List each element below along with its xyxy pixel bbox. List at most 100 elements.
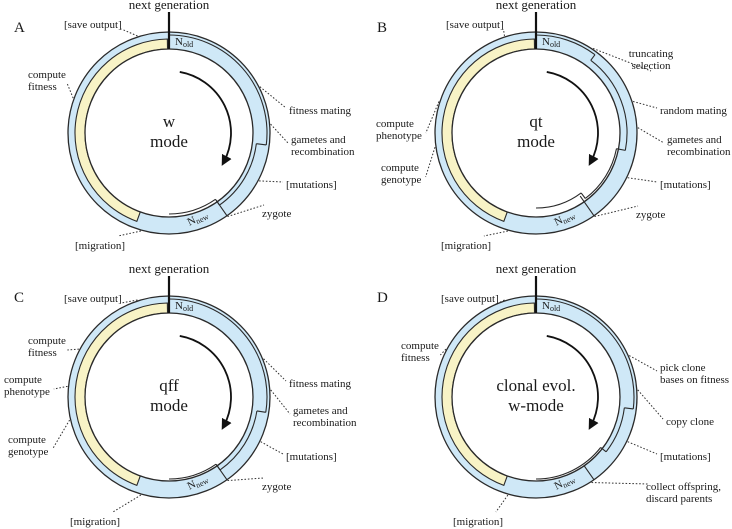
label-leader (112, 494, 142, 513)
mode-label: mode (150, 396, 188, 415)
population-band (168, 298, 268, 480)
label-leader (498, 299, 505, 304)
cycle-step-label: zygote (636, 209, 665, 221)
n-new-marker (216, 465, 228, 481)
panel-letter: A (14, 20, 25, 36)
label-leader (117, 230, 141, 237)
cycle-step-label: [save output] (64, 293, 122, 305)
label-leader (502, 28, 505, 37)
label-leader (121, 299, 138, 304)
label-leader (227, 204, 265, 218)
n-old-label: Nold (542, 36, 560, 49)
panel-letter: C (14, 290, 24, 306)
label-leader (259, 86, 287, 109)
label-leader (591, 482, 649, 485)
label-leader (594, 205, 639, 218)
n-new-marker (216, 200, 228, 217)
label-leader (637, 127, 665, 144)
label-leader (270, 123, 289, 144)
cycle-direction-arrow (179, 71, 232, 166)
label-leader (637, 389, 664, 420)
n-old-label: Nold (175, 300, 193, 313)
population-band (535, 34, 628, 209)
label-leader (627, 177, 658, 183)
n-new-marker (579, 195, 595, 217)
label-leader (483, 230, 508, 237)
label-leader (53, 385, 68, 390)
mode-label: mode (517, 132, 555, 151)
mode-label: w-mode (508, 396, 564, 415)
cycle-step-label: [save output] (441, 293, 499, 305)
panel-letter: D (377, 290, 388, 306)
mode-label: clonal evol. (496, 376, 575, 395)
cycle-step-label: [migration] (75, 240, 125, 252)
label-leader (495, 494, 509, 513)
mode-label: mode (150, 132, 188, 151)
cycle-direction-arrow (179, 335, 232, 430)
cycle-step-label: [mutations] (660, 451, 711, 463)
cycle-step-label: [mutations] (660, 179, 711, 191)
n-old-label: Nold (175, 36, 193, 49)
next-generation-label: next generation (129, 0, 210, 12)
label-leader (632, 100, 658, 109)
cycle-step-label: collect offspring,discard parents (646, 481, 721, 505)
label-leader (592, 47, 652, 72)
label-leader (227, 477, 265, 482)
population-band (535, 298, 635, 480)
cycle-step-label: [migration] (453, 516, 503, 528)
cycle-step-label: zygote (262, 208, 291, 220)
cycle-step-label: [save output] (64, 19, 122, 31)
cycle-direction-arrow (546, 71, 599, 166)
n-old-label: Nold (542, 300, 560, 313)
cycle-step-label: [migration] (441, 240, 491, 252)
cycle-step-label: [mutations] (286, 451, 337, 463)
label-leader (425, 101, 440, 134)
label-leader (260, 441, 284, 455)
mode-label: w (163, 112, 176, 131)
label-leader (67, 348, 79, 351)
label-leader (425, 147, 436, 178)
label-leader (270, 389, 291, 415)
cycle-step-label: [save output] (446, 19, 504, 31)
cycle-step-label: random mating (660, 105, 727, 117)
next-generation-label: next generation (496, 261, 577, 276)
cycle-direction-arrow (546, 335, 599, 430)
n-new-marker (583, 465, 595, 481)
label-leader (52, 419, 71, 450)
label-leader (66, 83, 74, 99)
cycle-step-label: [migration] (70, 516, 120, 528)
mode-label: qt (529, 112, 543, 131)
panel-letter: B (377, 20, 387, 36)
next-generation-label: next generation (496, 0, 577, 12)
cycle-step-label: fitness mating (289, 378, 352, 390)
label-leader (627, 441, 658, 455)
cycle-step-label: fitness mating (289, 105, 352, 117)
label-leader (259, 180, 284, 183)
mode-label: qff (159, 376, 179, 395)
label-leader (440, 348, 447, 356)
cycle-step-label: [mutations] (286, 179, 337, 191)
cycle-step-label: copy clone (666, 416, 714, 428)
next-generation-label: next generation (129, 261, 210, 276)
cycle-step-label: zygote (262, 481, 291, 493)
population-band (168, 34, 268, 215)
label-leader (121, 28, 138, 37)
